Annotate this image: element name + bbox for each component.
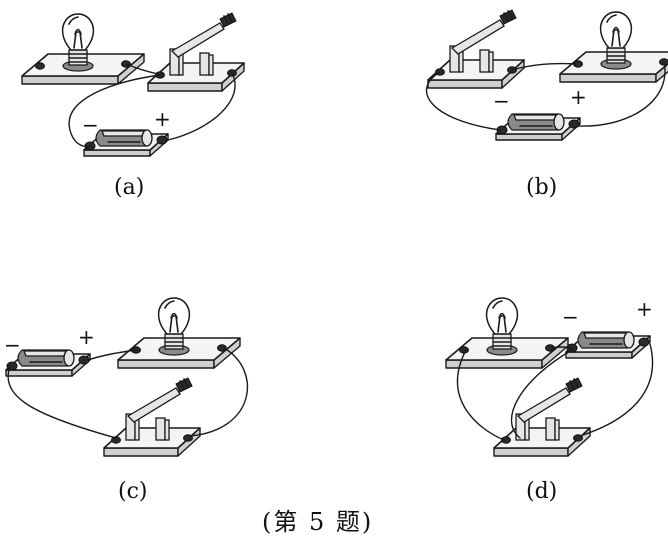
panel-label: (a) <box>114 175 144 200</box>
wire <box>579 343 654 437</box>
wire <box>577 61 666 127</box>
plus-sign: + <box>636 297 653 321</box>
figure-caption: (第 5 题) <box>262 508 373 536</box>
plus-sign: + <box>154 107 171 131</box>
wire <box>425 71 501 131</box>
wire <box>167 72 236 141</box>
wire <box>87 349 137 361</box>
panel-d: − + (d) <box>445 297 654 504</box>
minus-sign: − <box>4 333 21 357</box>
panel-label: (d) <box>526 479 557 504</box>
battery-icon <box>495 113 581 141</box>
panel-label: (b) <box>526 175 557 200</box>
switch-icon <box>427 9 525 89</box>
panel-label: (c) <box>118 479 148 504</box>
switch-icon <box>103 377 201 457</box>
lamp-icon <box>117 297 241 369</box>
wire <box>551 346 573 349</box>
wire <box>125 63 159 75</box>
wire <box>68 74 161 148</box>
lamp-icon <box>21 13 145 85</box>
plus-sign: + <box>570 85 587 109</box>
panel-b: − + (b) <box>425 9 668 200</box>
switch-icon <box>493 377 591 457</box>
minus-sign: − <box>82 113 99 137</box>
minus-sign: − <box>493 89 510 113</box>
plus-sign: + <box>78 325 95 349</box>
lamp-icon <box>445 297 569 369</box>
wire <box>456 349 505 441</box>
panel-c: − + (c) <box>4 297 249 504</box>
panel-a: − + (a) <box>21 12 245 200</box>
wire <box>510 349 573 439</box>
wire <box>7 365 117 439</box>
lamp-icon <box>559 11 668 83</box>
battery-icon <box>565 331 651 359</box>
wire <box>511 62 577 71</box>
switch-icon <box>147 12 245 92</box>
wire <box>189 347 249 437</box>
minus-sign: − <box>562 305 579 329</box>
